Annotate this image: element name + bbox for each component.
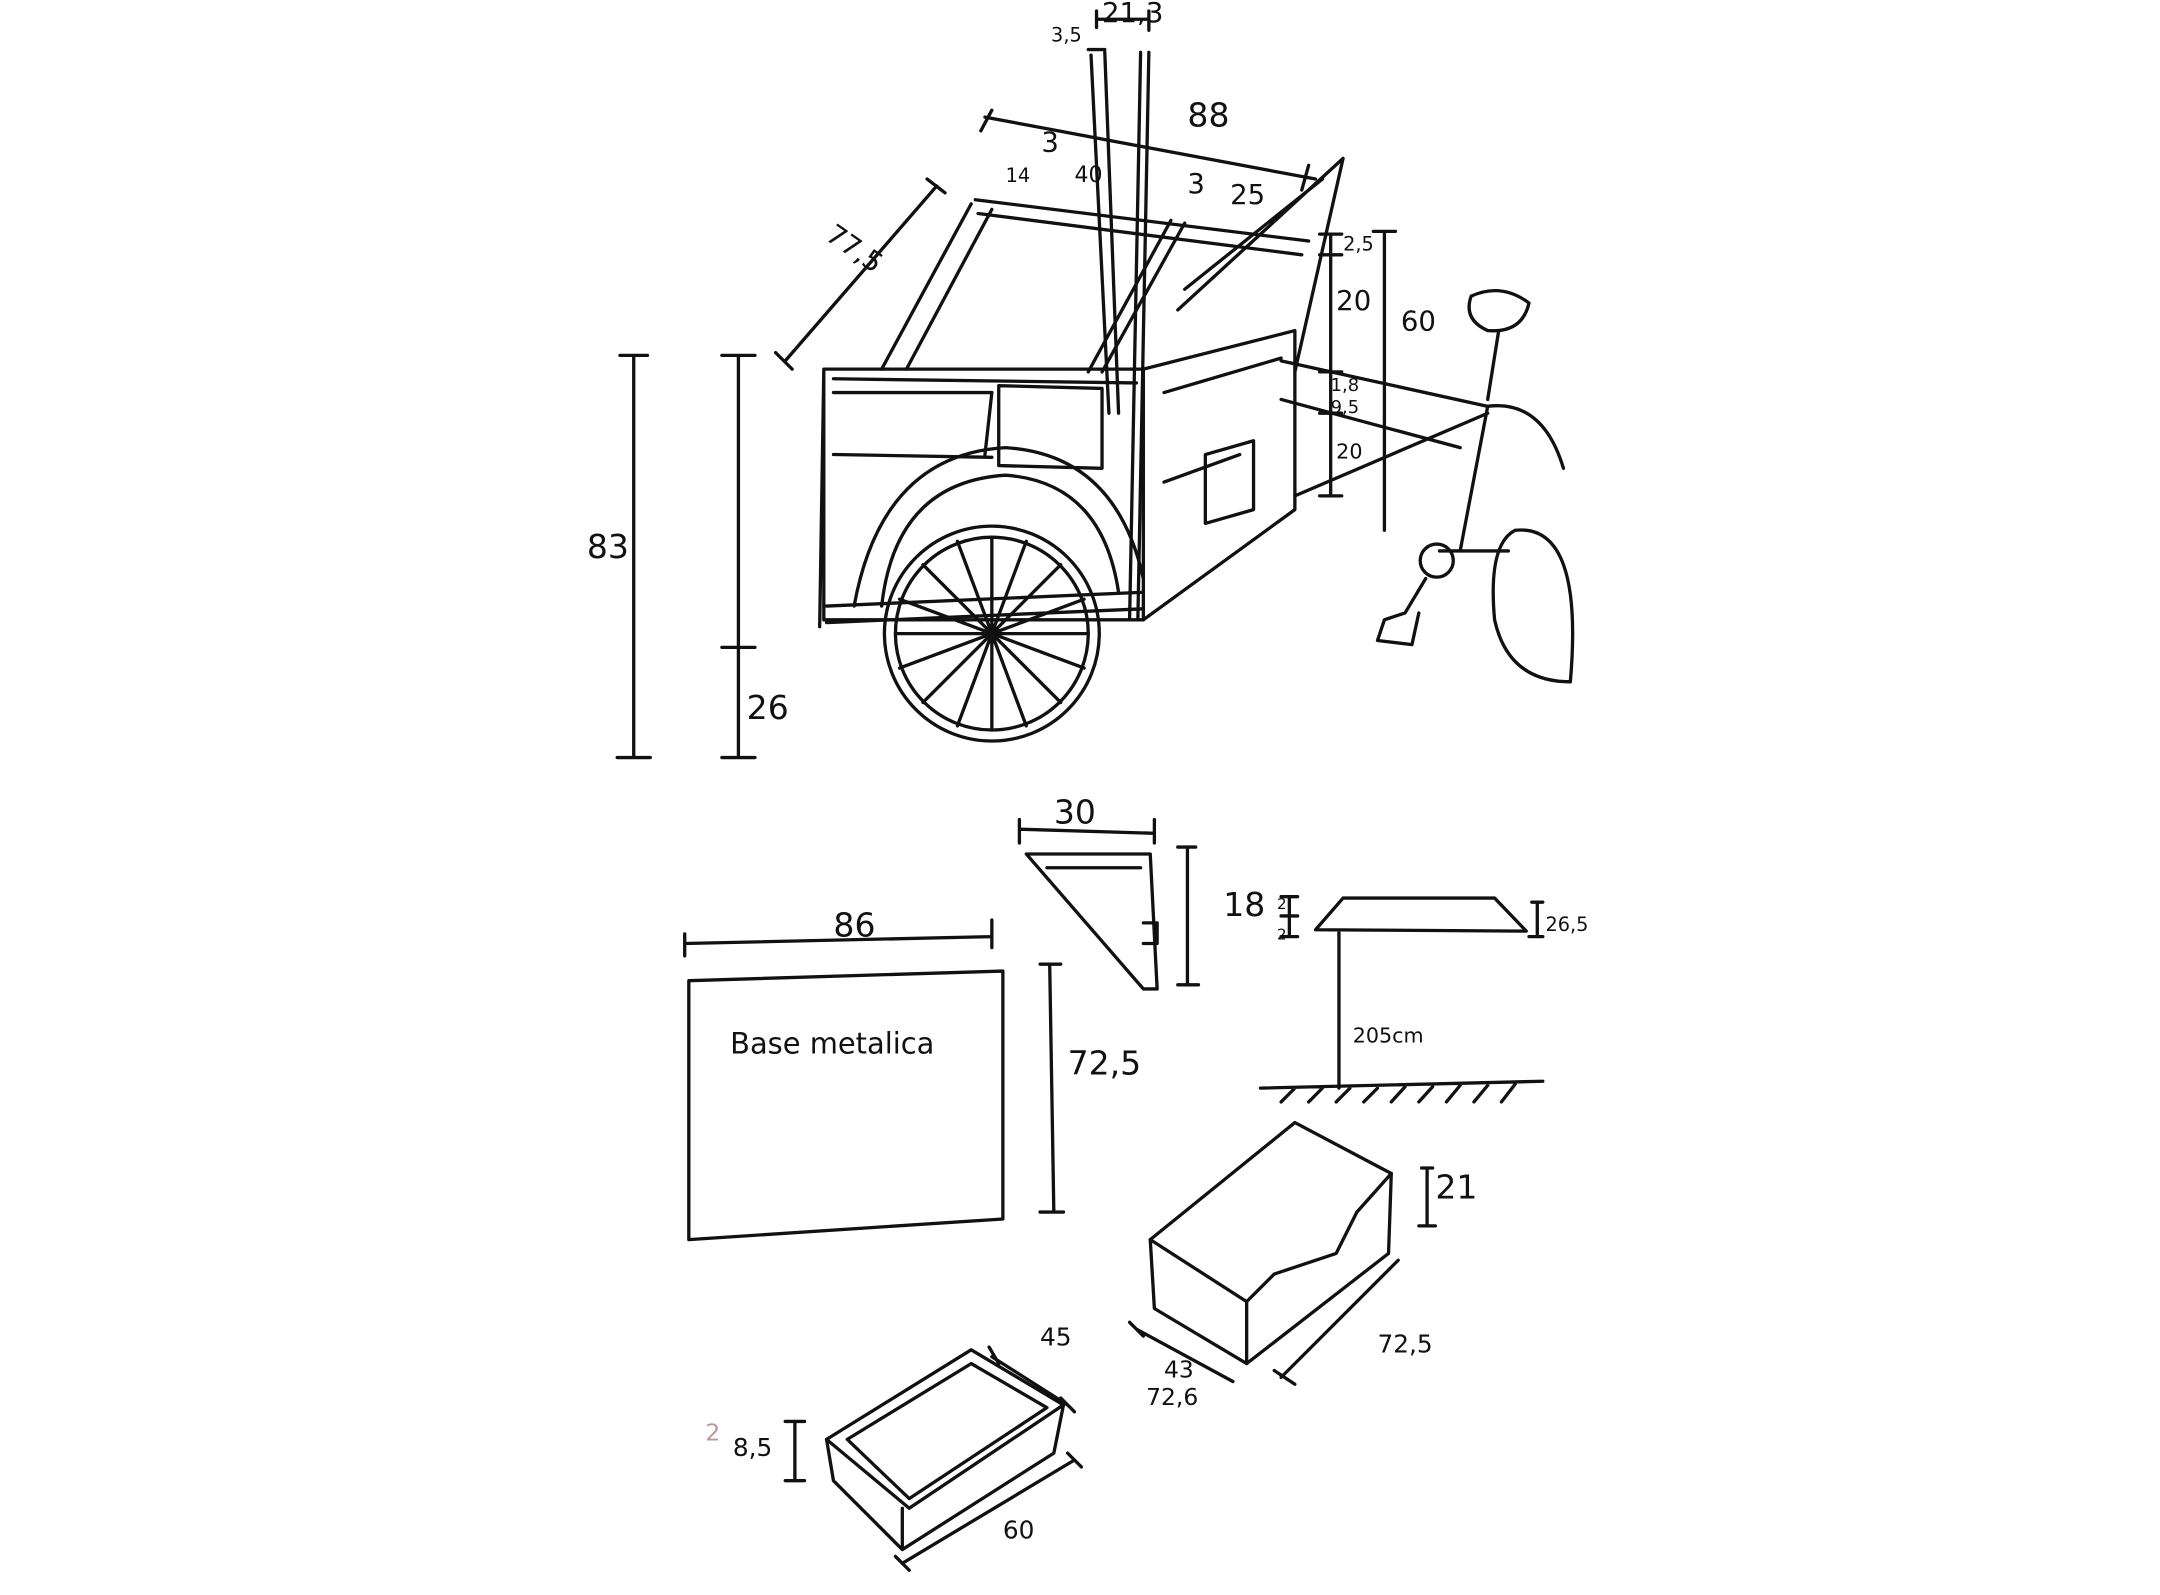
dim-rail-mid: 40	[1074, 163, 1102, 188]
dim-umbrella-height: 205cm	[1353, 1024, 1424, 1048]
dim-seat-height: 60	[1401, 306, 1436, 338]
small-box-drawing	[783, 1345, 1084, 1572]
dim-large-box-width-b: 72,6	[1146, 1383, 1198, 1411]
dim-umbrella-top: 26,5	[1546, 913, 1589, 936]
dim-pole-thickness: 3,5	[1051, 23, 1082, 46]
dim-small-box-width: 45	[1040, 1323, 1072, 1352]
dim-roof-length: 88	[1187, 96, 1229, 135]
dim-lower-panel: 20	[1336, 440, 1362, 464]
dim-pole-width: 21,3	[1102, 0, 1163, 29]
umbrella-drawing	[1258, 895, 1545, 1104]
dim-wheel-clearance: 26	[747, 688, 789, 727]
dim-base-depth: 72,5	[1068, 1043, 1142, 1082]
dim-mid-panel: 9,5	[1331, 397, 1359, 418]
dim-umbrella-a: 2	[1277, 895, 1287, 913]
dim-upper-panel: 20	[1336, 285, 1371, 317]
dim-rail-gap2: 3	[1187, 168, 1205, 200]
dim-large-box-height: 21	[1435, 1167, 1477, 1206]
dim-bracket-width: 30	[1054, 793, 1096, 832]
small-box-mark: 2	[705, 1419, 720, 1447]
dim-rail-gap: 3	[1041, 127, 1059, 159]
dim-umbrella-b: 2	[1277, 925, 1287, 943]
dim-top-band: 2,5	[1343, 233, 1374, 256]
large-box-drawing	[1127, 1120, 1438, 1386]
base-label: Base metalica	[730, 1027, 934, 1061]
dim-large-box-length: 72,5	[1378, 1330, 1433, 1359]
dim-small-box-height: 8,5	[733, 1433, 772, 1462]
dim-large-box-width-a: 43	[1164, 1355, 1194, 1383]
bracket-drawing	[1017, 817, 1201, 991]
dim-base-width: 86	[833, 906, 875, 945]
base-drawing	[683, 918, 1066, 1242]
dim-small-box-length: 60	[1003, 1516, 1035, 1545]
dim-rail-right: 25	[1230, 179, 1265, 211]
dim-rail-left: 14	[1006, 164, 1031, 187]
cart-drawing	[615, 9, 1575, 760]
dim-depth: 77,5	[820, 218, 889, 279]
dim-bracket-height: 18	[1223, 885, 1265, 924]
dim-total-height: 83	[587, 527, 629, 566]
dim-mid-band: 1,8	[1331, 375, 1359, 396]
